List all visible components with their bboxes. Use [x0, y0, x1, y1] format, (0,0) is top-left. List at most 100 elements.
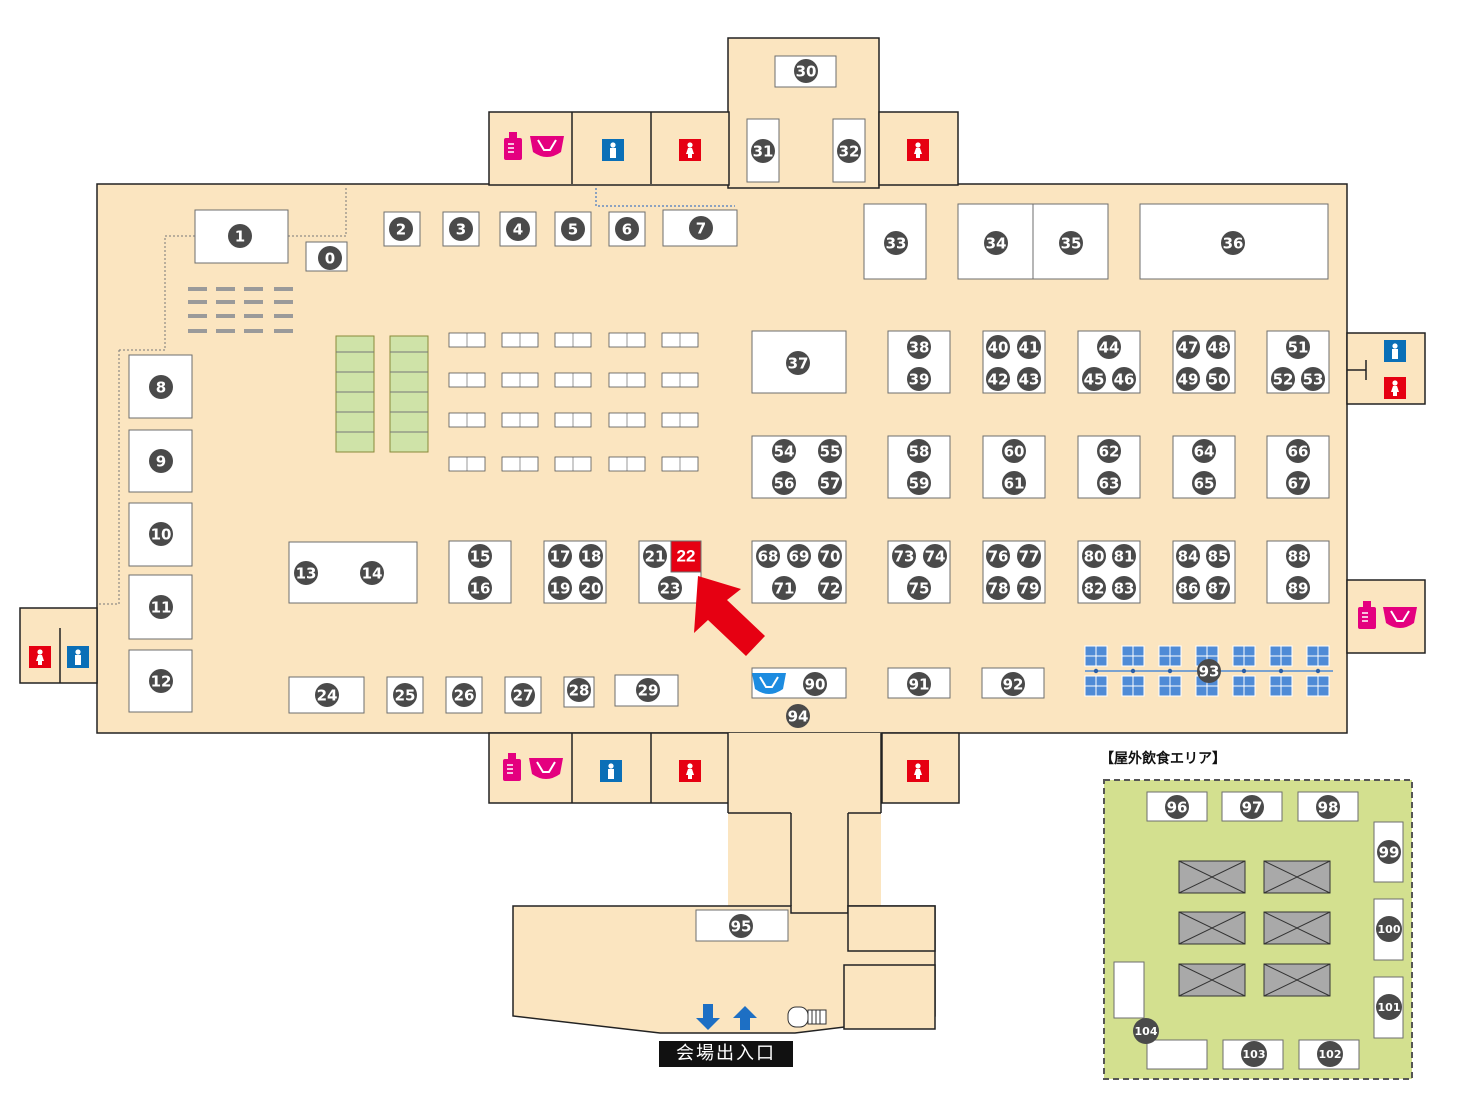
booth-98-marker: [1316, 795, 1340, 819]
diaper-changing-icon: [529, 758, 563, 779]
booth-19-marker: [548, 576, 572, 600]
chair: [216, 287, 235, 291]
booth-2-number: 2: [396, 221, 406, 239]
booth-61-number: 61: [1004, 475, 1025, 493]
booth-58-marker: [907, 439, 931, 463]
booth-67-marker: [1286, 471, 1310, 495]
booth-1-number: 1: [235, 228, 245, 246]
chair: [244, 329, 263, 333]
booth-9-marker: [149, 449, 173, 473]
booth-103-number: 103: [1243, 1048, 1266, 1061]
booth-90-marker: [803, 672, 827, 696]
booth-80-number: 80: [1084, 548, 1105, 566]
booth-74-marker: [923, 544, 947, 568]
booth-2-marker: [389, 217, 413, 241]
booth-12-number: 12: [151, 673, 172, 691]
booth-38-marker: [907, 335, 931, 359]
outdoor-area-title: 【屋外飲食エリア】: [1100, 751, 1226, 767]
nursing-room-icon: [503, 753, 521, 781]
booth-32-marker: [837, 139, 861, 163]
booth-43-number: 43: [1019, 371, 1040, 389]
booth-48-marker: [1206, 335, 1230, 359]
female-restroom-icon: [907, 139, 929, 161]
booth-81-marker: [1112, 544, 1136, 568]
booth-67-number: 67: [1288, 475, 1309, 493]
booth-3-marker: [449, 217, 473, 241]
booth-75-marker: [907, 576, 931, 600]
booth-26-number: 26: [454, 687, 475, 705]
booth-77-marker: [1017, 544, 1041, 568]
booth-18-number: 18: [581, 548, 602, 566]
booth-72-number: 72: [820, 580, 841, 598]
booth-1-marker: [228, 224, 252, 248]
booth-46-marker: [1112, 367, 1136, 391]
booth-10-marker: [149, 522, 173, 546]
booth-104-number: 104: [1135, 1025, 1158, 1038]
booth-94-number: 94: [788, 708, 809, 726]
chair: [216, 300, 235, 304]
booth-101-number: 101: [1378, 1001, 1401, 1014]
booth-68-number: 68: [758, 548, 779, 566]
booth-21-number: 21: [645, 548, 666, 566]
booth-93-number: 93: [1199, 663, 1220, 681]
booth-54-marker: [772, 439, 796, 463]
booth-71-number: 71: [774, 580, 795, 598]
booth-70-number: 70: [820, 548, 841, 566]
booth-63-marker: [1097, 471, 1121, 495]
booth-28-marker: [567, 678, 591, 702]
booth-63-number: 63: [1099, 475, 1120, 493]
nursing-room-icon: [504, 132, 522, 160]
booth-56-number: 56: [774, 475, 795, 493]
booth-84-number: 84: [1178, 548, 1199, 566]
booth-104-marker: [1133, 1018, 1159, 1044]
female-restroom-icon: [679, 139, 701, 161]
booth-35-number: 35: [1061, 235, 1082, 253]
diaper-changing-icon: [752, 673, 786, 694]
booth-64-number: 64: [1194, 443, 1215, 461]
stairs-icon: [787, 1006, 827, 1028]
booth-28-number: 28: [569, 682, 590, 700]
chair: [244, 300, 263, 304]
booth-5-marker: [561, 217, 585, 241]
booth-3-number: 3: [456, 221, 466, 239]
booth-36-number: 36: [1223, 235, 1244, 253]
booth-14-number: 14: [362, 565, 383, 583]
tatami-seating: [335, 335, 429, 453]
booth-99-marker: [1377, 840, 1401, 864]
male-restroom-icon: [600, 760, 622, 782]
booth-100-marker: [1376, 916, 1402, 942]
chair: [188, 329, 207, 333]
booth-7-number: 7: [696, 220, 706, 238]
booth-83-marker: [1112, 576, 1136, 600]
booth-86-marker: [1176, 576, 1200, 600]
booth-95-marker: [729, 914, 753, 938]
outdoor-tents: [1178, 860, 1331, 997]
booth-25-marker: [393, 683, 417, 707]
chair: [188, 300, 207, 304]
booth-8-number: 8: [156, 379, 166, 397]
chair: [216, 329, 235, 333]
booth-69-marker: [787, 544, 811, 568]
booth-5-number: 5: [568, 221, 578, 239]
booth-99-number: 99: [1379, 844, 1400, 862]
booth-81-number: 81: [1114, 548, 1135, 566]
booth-76-number: 76: [988, 548, 1009, 566]
stage-seating: [188, 287, 293, 333]
booth-65-number: 65: [1194, 475, 1215, 493]
booth-43-marker: [1017, 367, 1041, 391]
booth-22-number: 22: [677, 547, 696, 566]
booth-87-marker: [1206, 576, 1230, 600]
booth-57-number: 57: [820, 475, 841, 493]
booth-33-marker: [884, 231, 908, 255]
booth-36-marker: [1221, 231, 1245, 255]
booth-59-marker: [907, 471, 931, 495]
chair: [216, 314, 235, 318]
booth-71-marker: [772, 576, 796, 600]
booth-78-marker: [986, 576, 1010, 600]
booth-103-marker: [1241, 1041, 1267, 1067]
booth-16-number: 16: [470, 580, 491, 598]
booth-101-marker: [1376, 994, 1402, 1020]
booth-45-number: 45: [1084, 371, 1105, 389]
chair: [244, 287, 263, 291]
